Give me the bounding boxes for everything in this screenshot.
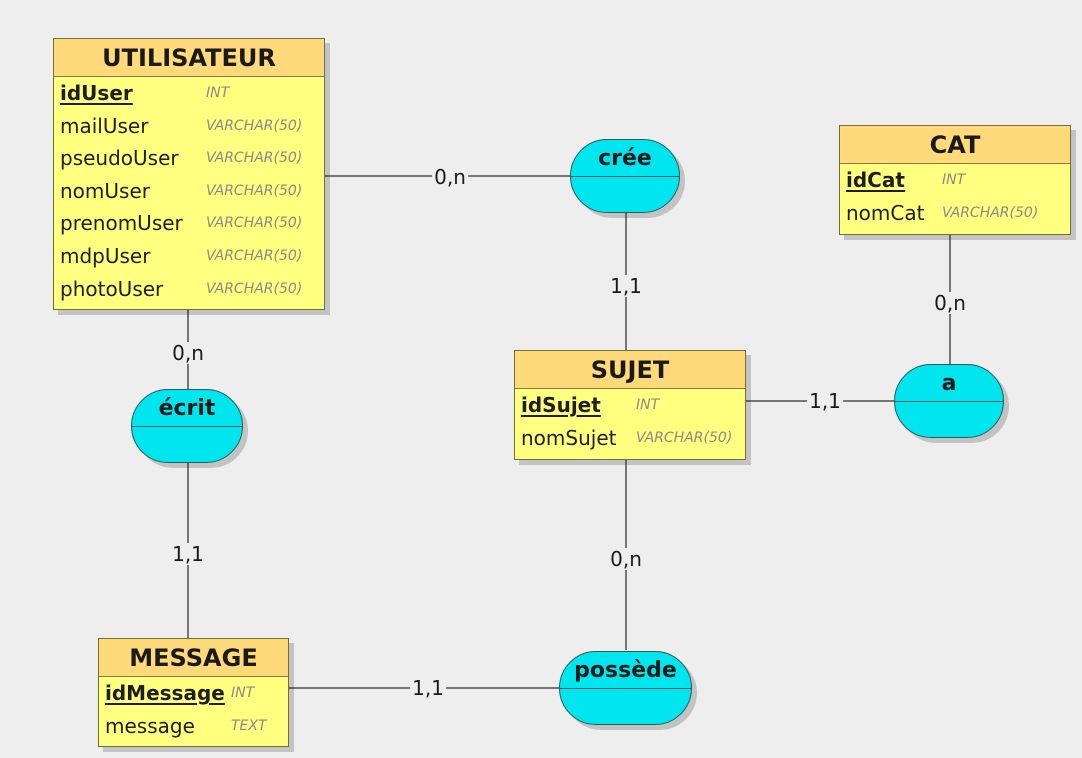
cardinality-utilisateur-cree: 0,n	[432, 165, 468, 189]
attribute-type: VARCHAR(50)	[206, 215, 303, 232]
association-ecrit[interactable]: écrit	[131, 389, 243, 463]
attribute-type: TEXT	[231, 718, 267, 734]
attribute-name: idCat	[846, 168, 905, 192]
entity-utilisateur[interactable]: UTILISATEUR idUser INT mailUser VARCHAR(…	[53, 38, 325, 310]
cardinality-message-ecrit: 1,1	[170, 542, 206, 566]
association-divider	[132, 426, 242, 427]
cardinality-cree-sujet: 1,1	[608, 274, 644, 298]
cardinality-cat-a: 0,n	[932, 291, 968, 315]
attribute-type: VARCHAR(50)	[206, 280, 303, 297]
attribute-type: INT	[636, 397, 660, 413]
attribute-row: nomUser VARCHAR(50)	[54, 175, 324, 208]
association-possede[interactable]: possède	[559, 651, 692, 725]
attribute-name: mailUser	[60, 113, 149, 138]
attribute-type: VARCHAR(50)	[206, 182, 303, 199]
attribute-name: idUser	[60, 81, 133, 105]
entity-title: CAT	[840, 126, 1070, 164]
attribute-type: INT	[206, 85, 230, 101]
attribute-type: VARCHAR(50)	[206, 150, 303, 167]
entity-title: MESSAGE	[99, 639, 288, 677]
entity-title: UTILISATEUR	[54, 39, 324, 77]
entity-title: SUJET	[515, 351, 745, 389]
attribute-row: photoUser VARCHAR(50)	[54, 273, 324, 306]
attribute-row: idSujet INT	[515, 389, 745, 422]
entity-message[interactable]: MESSAGE idMessage INT message TEXT	[98, 638, 289, 747]
attribute-name: message	[105, 714, 195, 738]
attribute-type: VARCHAR(50)	[206, 117, 303, 134]
attribute-type: INT	[942, 172, 966, 188]
association-title: crée	[598, 146, 652, 171]
entity-sujet[interactable]: SUJET idSujet INT nomSujet VARCHAR(50)	[514, 350, 746, 460]
association-title: écrit	[158, 396, 216, 421]
association-title: possède	[574, 658, 677, 683]
attribute-type: VARCHAR(50)	[942, 205, 1039, 221]
attribute-name: photoUser	[60, 276, 164, 301]
attribute-row: mdpUser VARCHAR(50)	[54, 240, 324, 273]
association-divider	[560, 688, 691, 689]
entity-cat[interactable]: CAT idCat INT nomCat VARCHAR(50)	[839, 125, 1071, 235]
attribute-row: prenomUser VARCHAR(50)	[54, 207, 324, 240]
attribute-name: mdpUser	[60, 243, 151, 268]
attribute-row: idUser INT	[54, 77, 324, 110]
cardinality-message-possede: 1,1	[410, 676, 446, 700]
association-cree[interactable]: crée	[570, 139, 680, 213]
attribute-row: mailUser VARCHAR(50)	[54, 110, 324, 143]
attribute-name: nomSujet	[521, 426, 617, 450]
attribute-name: idSujet	[521, 393, 601, 417]
cardinality-sujet-a: 1,1	[807, 389, 843, 413]
cardinality-utilisateur-ecrit: 0,n	[170, 341, 206, 365]
association-a[interactable]: a	[894, 364, 1004, 438]
attribute-name: nomUser	[60, 178, 150, 203]
attribute-row: idMessage INT	[99, 677, 288, 710]
association-divider	[571, 176, 679, 177]
attribute-row: idCat INT	[840, 164, 1070, 197]
attribute-name: idMessage	[105, 681, 225, 705]
attribute-type: INT	[231, 685, 255, 701]
attribute-row: nomCat VARCHAR(50)	[840, 197, 1070, 230]
attribute-type: VARCHAR(50)	[636, 430, 733, 446]
attribute-name: pseudoUser	[60, 146, 179, 171]
attribute-row: nomSujet VARCHAR(50)	[515, 422, 745, 455]
attribute-row: pseudoUser VARCHAR(50)	[54, 142, 324, 175]
cardinality-sujet-possede: 0,n	[608, 547, 644, 571]
attribute-row: message TEXT	[99, 710, 288, 743]
attribute-name: prenomUser	[60, 211, 183, 236]
attribute-type: VARCHAR(50)	[206, 247, 303, 264]
association-divider	[895, 401, 1003, 402]
attribute-name: nomCat	[846, 201, 925, 225]
association-title: a	[941, 371, 957, 396]
